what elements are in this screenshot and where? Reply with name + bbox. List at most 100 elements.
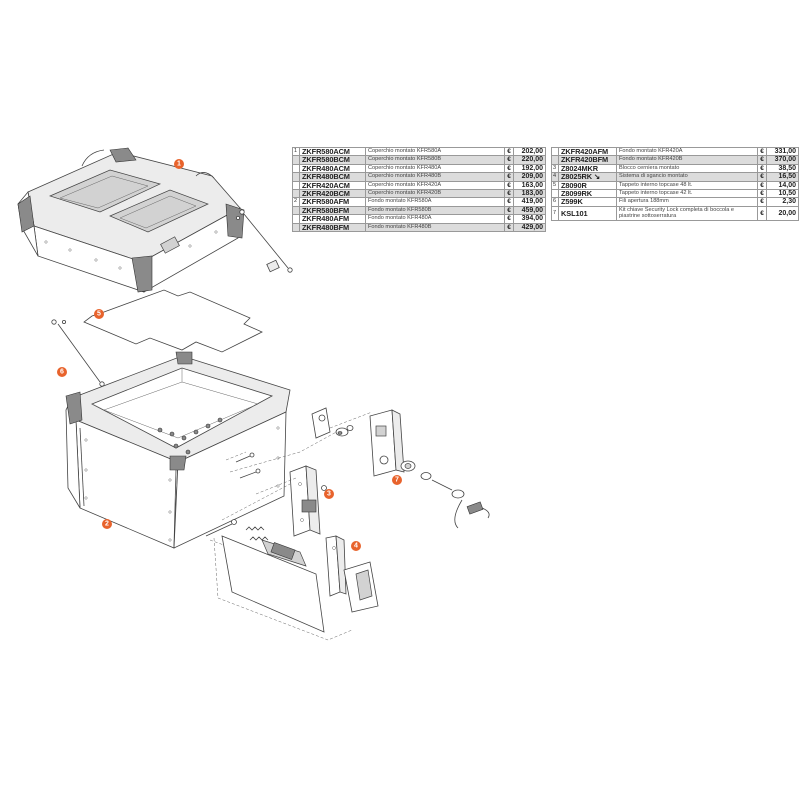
lid-rivets — [44, 230, 218, 270]
currency-symbol: € — [504, 197, 514, 207]
lid-panel-inset-2 — [119, 195, 197, 229]
callout-6: 6 — [57, 367, 67, 377]
part-description: Tappeto interno topcase 48 lt. — [616, 180, 758, 191]
part-number — [292, 205, 300, 216]
release-system — [221, 526, 379, 633]
part-number — [292, 214, 300, 224]
base-cavity — [91, 367, 274, 449]
part-code: ZKFR420BFM — [558, 155, 617, 165]
part-price: 459,00 — [513, 205, 546, 216]
part-description: Coperchio montato KFR420A — [365, 180, 505, 191]
part-price: 209,00 — [513, 172, 546, 182]
base-corner-left — [65, 391, 83, 425]
part-code: Z8025RK ↘ — [558, 172, 617, 182]
currency-symbol: € — [504, 155, 514, 165]
inner-mat — [83, 289, 263, 353]
part-price: 370,00 — [766, 155, 799, 165]
part-code: Z8090R — [558, 180, 617, 191]
part-code: Z8024MKR — [558, 163, 617, 174]
callout-4: 4 — [351, 541, 361, 551]
base-assembly — [65, 351, 291, 549]
lid-handle-left — [81, 149, 105, 167]
currency-symbol: € — [757, 172, 767, 182]
part-description: Blocco cerniera montato — [616, 163, 758, 174]
part-number: 2 — [292, 197, 300, 207]
part-price: 331,00 — [766, 146, 799, 157]
part-description: Fondo montato KFR480A — [365, 214, 505, 224]
base-cavity-floor — [103, 381, 259, 439]
part-number — [551, 155, 559, 165]
part-code: ZKFR420BCM — [299, 189, 366, 199]
lid-corner-back — [109, 147, 137, 163]
lid-corner-right — [225, 203, 245, 239]
lid-latch-block — [160, 236, 180, 254]
svg-text:4: 4 — [354, 543, 358, 550]
lid-cable-upper — [235, 209, 293, 273]
callout-7: 7 — [392, 475, 402, 485]
svg-text:5: 5 — [97, 311, 101, 318]
base-rivets — [84, 426, 280, 542]
explode-lines — [209, 411, 373, 641]
part-price: 429,00 — [513, 222, 546, 233]
base-corner-front — [169, 455, 187, 471]
part-number: 3 — [551, 163, 559, 174]
lid-corner-front — [131, 255, 153, 293]
currency-symbol: € — [504, 189, 514, 199]
part-code: ZKFR480AFM — [299, 214, 366, 224]
currency-symbol: € — [504, 205, 514, 216]
currency-symbol: € — [504, 163, 514, 174]
hinge-block — [289, 465, 327, 537]
currency-symbol: € — [504, 222, 514, 233]
part-price: 163,00 — [513, 180, 546, 191]
callout-5: 5 — [94, 309, 104, 319]
lid-handle-right — [195, 172, 215, 179]
part-code: ZKFR580ACM — [299, 146, 366, 157]
part-code: ZKFR580BFM — [299, 205, 366, 216]
part-number: 1 — [292, 146, 300, 157]
part-price: 2,30 — [766, 197, 799, 207]
svg-text:3: 3 — [327, 491, 331, 498]
part-code: ZKFR480BFM — [299, 222, 366, 233]
part-description: Fondo montato KFR580B — [365, 205, 505, 216]
part-price: 202,00 — [513, 146, 546, 157]
part-description: Coperchio montato KFR480A — [365, 163, 505, 174]
lid-panel-left — [49, 169, 162, 213]
part-price: 192,00 — [513, 163, 546, 174]
svg-text:1: 1 — [177, 161, 181, 168]
svg-text:2: 2 — [105, 521, 109, 528]
callout-2: 2 — [102, 519, 112, 529]
part-number — [292, 180, 300, 191]
base-inner-bolts — [157, 417, 223, 455]
part-description: Coperchio montato KFR580A — [365, 146, 505, 157]
svg-text:7: 7 — [395, 477, 399, 484]
part-description: Coperchio montato KFR580B — [365, 155, 505, 165]
release-springs — [245, 526, 269, 541]
part-description: Fili apertura 188mm — [616, 197, 758, 207]
part-number — [551, 146, 559, 157]
part-price: 183,00 — [513, 189, 546, 199]
part-number: 5 — [551, 180, 559, 191]
lid-assembly — [17, 147, 245, 293]
part-price: 16,50 — [766, 172, 799, 182]
currency-symbol: € — [757, 189, 767, 199]
part-code: KSL101 — [558, 205, 617, 221]
part-description: Fondo montato KFR420B — [616, 155, 758, 165]
part-number — [551, 189, 559, 199]
